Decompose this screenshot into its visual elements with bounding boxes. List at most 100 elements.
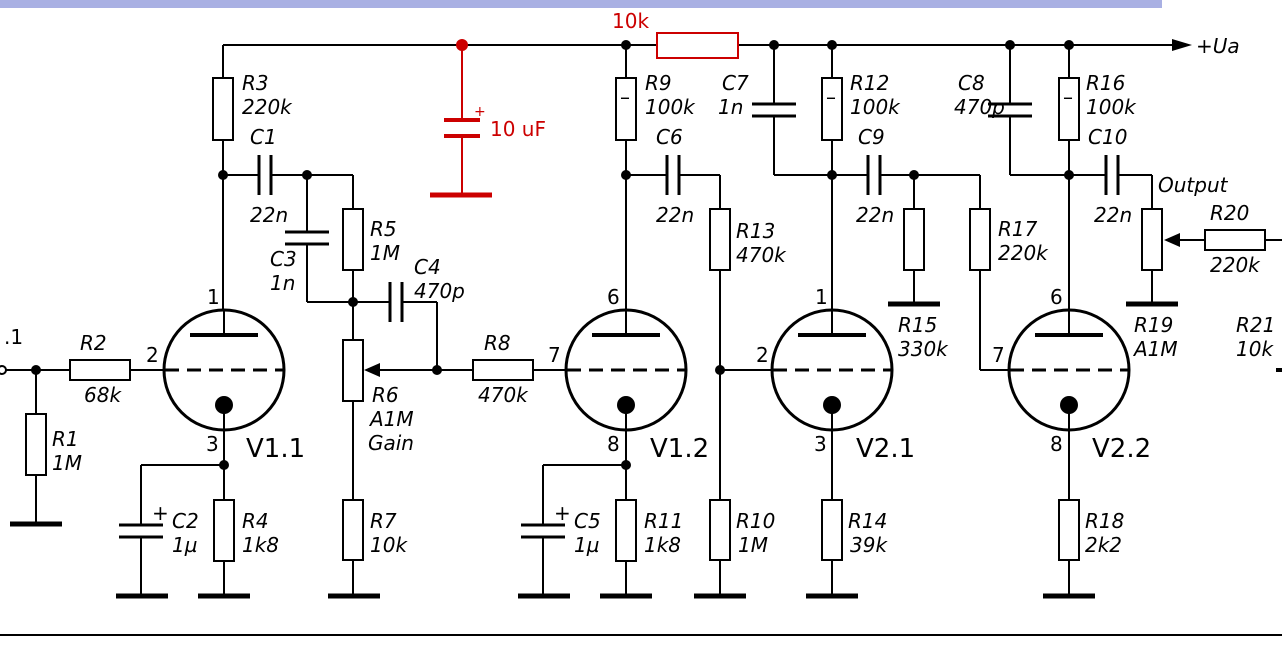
- c3-name: C3: [270, 247, 297, 271]
- title-bar-gap: [1162, 0, 1282, 8]
- r2-name: R2: [80, 331, 107, 355]
- c4-name: C4: [414, 255, 441, 279]
- r10-name: R10: [736, 509, 775, 533]
- r6-name: R6: [372, 383, 399, 407]
- r21-name: R21: [1236, 313, 1275, 337]
- r3-name: R3: [242, 71, 269, 95]
- v11-pin-1: 1: [207, 285, 220, 309]
- r12-name: R12: [850, 71, 889, 95]
- supply-label: +Ua: [1196, 34, 1240, 58]
- resistor-r9: [615, 40, 637, 310]
- c8-name: C8: [958, 71, 985, 95]
- r7-name: R7: [370, 509, 397, 533]
- capacitor-c6: [626, 155, 720, 195]
- resistor-r3: [212, 45, 234, 310]
- r11-name: R11: [644, 509, 683, 533]
- resistor-r16: [1005, 40, 1080, 310]
- v12-pin-8: 8: [607, 432, 620, 456]
- r13-name: R13: [736, 219, 775, 243]
- r11-value: 1k8: [644, 533, 681, 557]
- r9-name: R9: [645, 71, 672, 95]
- r4-value: 1k8: [242, 533, 279, 557]
- r2-value: 68k: [84, 383, 122, 407]
- v12-pin-7: 7: [548, 343, 561, 367]
- r16-name: R16: [1086, 71, 1125, 95]
- capacitor-c7: [752, 45, 832, 176]
- v12-pin-6: 6: [607, 285, 620, 309]
- r12-value: 100k: [850, 95, 901, 119]
- v11-label: V1.1: [246, 434, 305, 464]
- r7-value: 10k: [370, 533, 408, 557]
- resistor-r1: [10, 370, 62, 527]
- r19-value: A1M: [1132, 337, 1178, 361]
- v21-pin-3: 3: [814, 432, 827, 456]
- r19-extra: Output: [1158, 173, 1229, 197]
- r10-value: 1M: [738, 533, 768, 557]
- v21-pin-2: 2: [756, 343, 769, 367]
- c6-value: 22n: [656, 203, 694, 227]
- v22-label: V2.2: [1092, 434, 1151, 464]
- c2-name: C2: [172, 509, 199, 533]
- r20-value: 220k: [1210, 253, 1261, 277]
- tube-v12: [564, 308, 688, 432]
- r18-value: 2k2: [1085, 533, 1122, 557]
- supply-rail: [223, 39, 1192, 51]
- v11-pin-3: 3: [206, 432, 219, 456]
- r17-name: R17: [998, 217, 1038, 241]
- r3-value: 220k: [242, 95, 293, 119]
- v22-pin-6: 6: [1050, 285, 1063, 309]
- r16-value: 100k: [1086, 95, 1137, 119]
- resistor-r20: [1204, 229, 1282, 251]
- r6-value: A1M: [368, 407, 414, 431]
- c8-value: 470p: [954, 95, 1005, 119]
- v12-label: V1.2: [650, 434, 709, 464]
- r14-name: R14: [848, 509, 887, 533]
- r16-mark: –: [1063, 85, 1073, 109]
- mod-capacitor-polarity: +: [474, 104, 486, 120]
- c10-value: 22n: [1094, 203, 1132, 227]
- resistor-r2: [69, 359, 165, 381]
- resistor-r10: [694, 499, 746, 599]
- r15-value: 330k: [898, 337, 949, 361]
- v21-label: V2.1: [856, 434, 915, 464]
- cathode-network-v11: [116, 430, 250, 599]
- r4-name: R4: [242, 509, 269, 533]
- r5-value: 1M: [370, 241, 400, 265]
- c1-name: C1: [250, 125, 277, 149]
- c2-polarity: +: [152, 501, 169, 525]
- window-title-bar: [0, 0, 1282, 8]
- r12-mark: –: [826, 85, 836, 109]
- r15-name: R15: [898, 313, 937, 337]
- r1-name: R1: [52, 427, 79, 451]
- capacitor-c3: [285, 175, 353, 303]
- input-label: .1: [4, 325, 23, 349]
- c7-name: C7: [722, 71, 749, 95]
- v22-pin-7: 7: [992, 343, 1005, 367]
- resistor-r13: [709, 175, 731, 500]
- c2-value: 1µ: [172, 533, 197, 557]
- c9-value: 22n: [856, 203, 894, 227]
- capacitor-c1: [223, 155, 353, 195]
- resistor-r14: [806, 499, 858, 599]
- tube-v21: [720, 308, 894, 500]
- c4-value: 470p: [414, 279, 465, 303]
- resistor-r15: [888, 175, 940, 307]
- r20-name: R20: [1210, 201, 1249, 225]
- r5-name: R5: [370, 217, 397, 241]
- r14-value: 39k: [850, 533, 888, 557]
- tube-v11: [162, 308, 286, 432]
- capacitor-c4: [353, 282, 438, 370]
- capacitor-c10: [1069, 155, 1152, 195]
- r9-mark: –: [620, 85, 630, 109]
- v22-pin-8: 8: [1050, 432, 1063, 456]
- r19-name: R19: [1134, 313, 1173, 337]
- tube-v22: [1007, 308, 1131, 500]
- v11-pin-2: 2: [146, 343, 159, 367]
- resistor-r17: [969, 175, 1010, 371]
- mod-resistor-10k: [656, 32, 739, 59]
- r13-value: 470k: [736, 243, 787, 267]
- r17-value: 220k: [998, 241, 1049, 265]
- c9-name: C9: [858, 125, 885, 149]
- resistor-r7: [328, 499, 380, 599]
